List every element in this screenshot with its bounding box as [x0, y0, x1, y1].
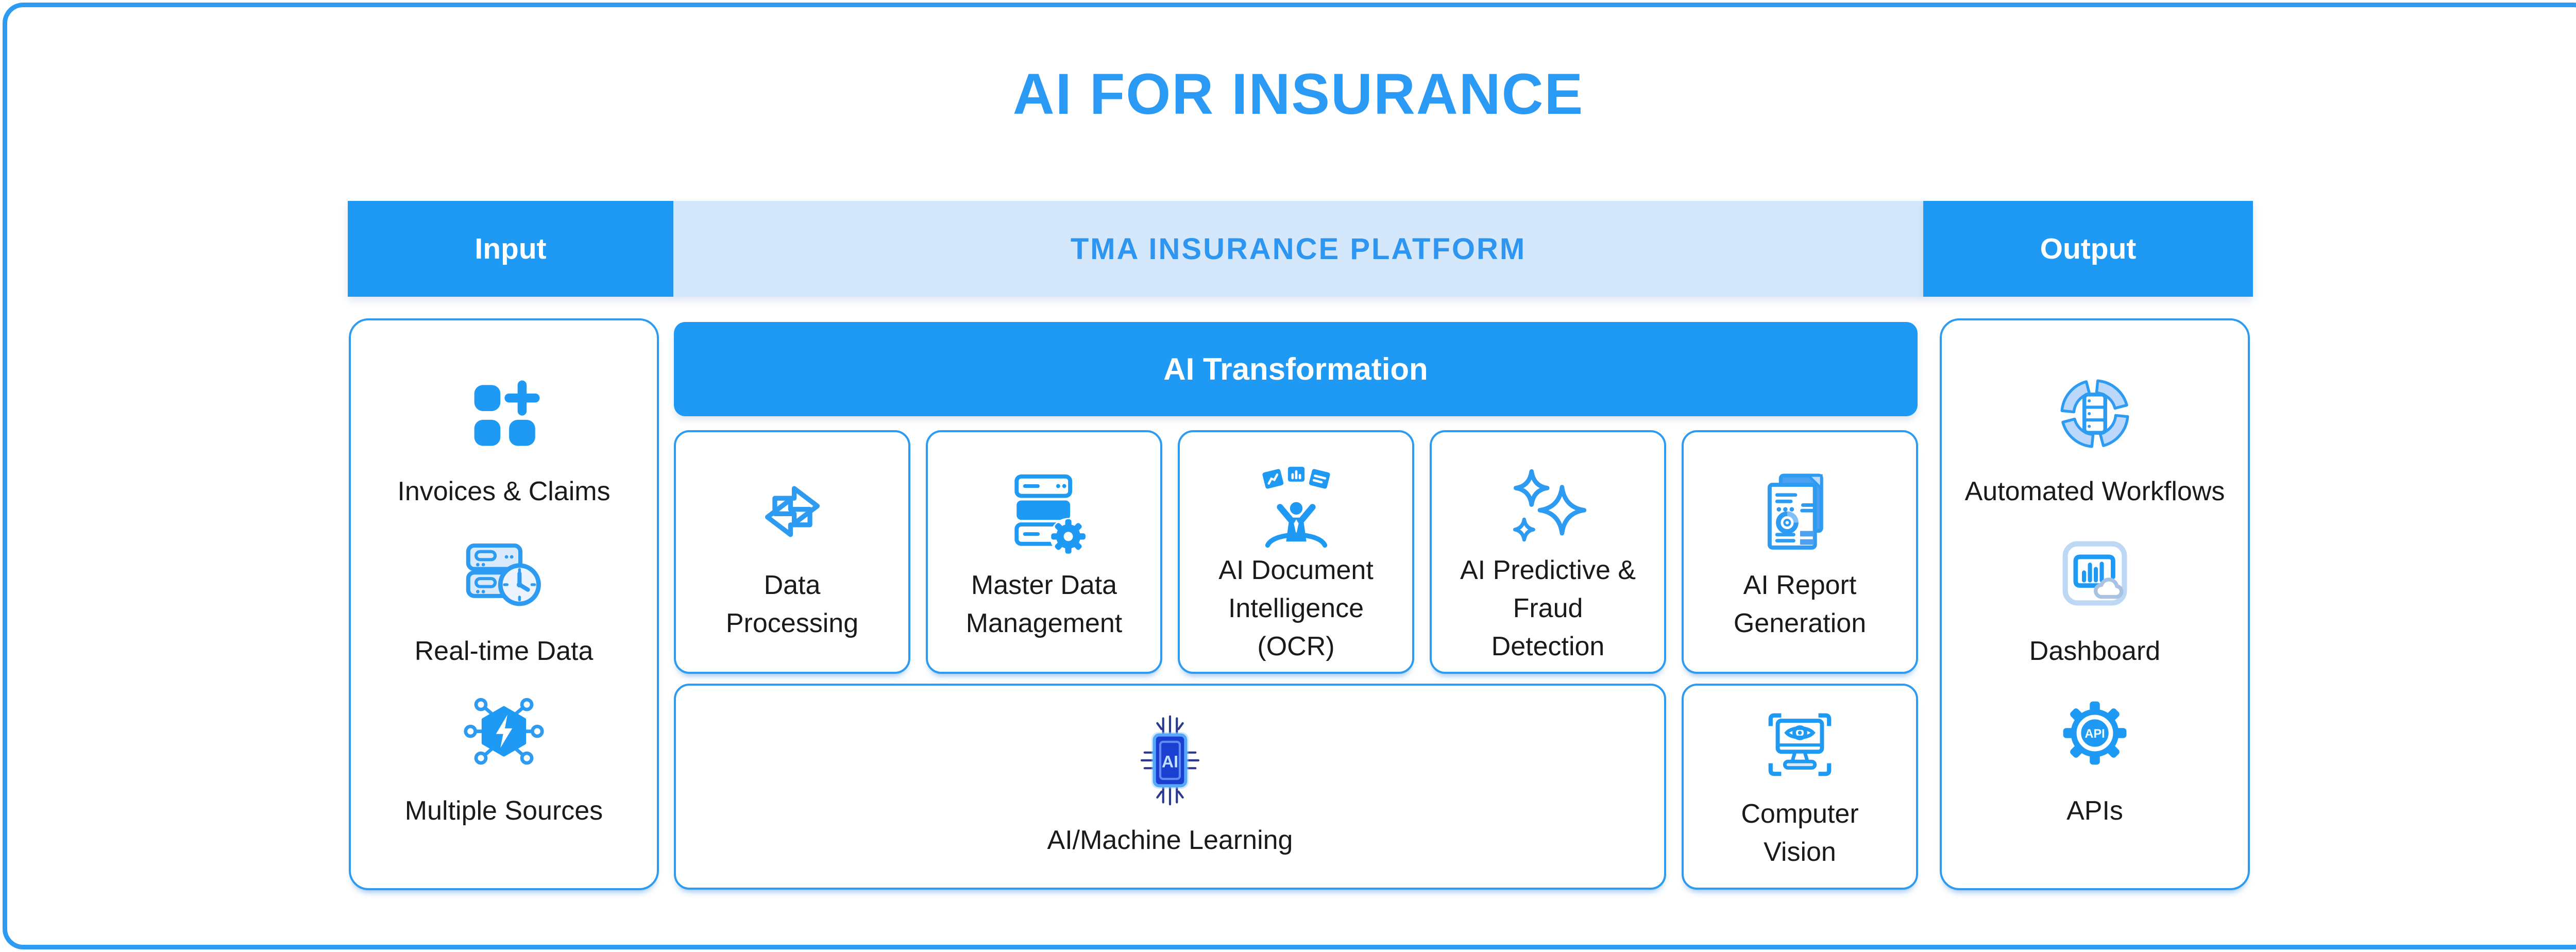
api-gear-icon: API — [2063, 701, 2127, 765]
api-gear-text: API — [2084, 727, 2105, 741]
sparkles-icon — [1513, 469, 1586, 542]
list-item: Multiple Sources — [356, 691, 652, 830]
ai-chip-icon: AI — [1140, 715, 1200, 806]
card-label: AI Predictive & Fraud Detection — [1460, 555, 1636, 661]
list-item: Real-time Data — [356, 532, 652, 671]
card-computer-vision: Computer Vision — [1682, 684, 1918, 890]
card-label: AI Report Generation — [1733, 570, 1867, 638]
card-data-processing: Data Processing — [674, 430, 910, 674]
input-item-label: Invoices & Claims — [397, 477, 611, 506]
ai-chip-text: AI — [1162, 752, 1178, 771]
list-item: Dashboard — [1947, 532, 2243, 671]
card-label: AI Document Intelligence (OCR) — [1218, 555, 1374, 661]
hexagon-bolt-network-icon — [464, 698, 544, 765]
list-item: Automated Workflows — [1947, 372, 2243, 511]
label-wrap: Master Data Management — [966, 560, 1123, 649]
card-label: AI/Machine Learning — [1047, 825, 1293, 856]
label-wrap: AI Predictive & Fraud Detection — [1460, 552, 1636, 666]
card-label: Computer Vision — [1741, 798, 1859, 867]
list-item: API APIs — [1947, 691, 2243, 830]
dashboard-cloud-icon — [2062, 541, 2127, 606]
label-wrap: AI Report Generation — [1734, 560, 1866, 649]
icon-wrap — [1756, 463, 1844, 560]
output-header-label: Output — [2040, 232, 2137, 265]
person-documents-icon — [1262, 467, 1330, 548]
card-label: Data Processing — [725, 570, 859, 638]
icon-wrap — [748, 463, 837, 560]
icon-wrap — [1252, 463, 1341, 552]
platform-header-label: TMA INSURANCE PLATFORM — [1070, 232, 1527, 266]
ai-transformation-banner: AI Transformation — [674, 322, 1918, 416]
label-wrap: Data Processing — [726, 560, 858, 649]
input-item-label: Real-time Data — [414, 636, 594, 667]
card-label: Master Data Management — [965, 570, 1123, 638]
workflow-cycle-icon — [2060, 379, 2129, 448]
icon-wrap — [1504, 463, 1592, 552]
servers-clock-icon — [466, 543, 541, 606]
input-column-card: Invoices & Claims Real-time Data — [349, 318, 659, 890]
page-title: AI FOR INSURANCE — [1012, 62, 1584, 126]
card-ai-predictive-fraud-detection: AI Predictive & Fraud Detection — [1430, 430, 1666, 674]
output-header-bar: Output — [1923, 201, 2253, 297]
output-item-label: APIs — [2066, 796, 2123, 826]
card-ai-document-intelligence: AI Document Intelligence (OCR) — [1178, 430, 1414, 674]
output-item-label: Dashboard — [2029, 636, 2161, 667]
server-gear-icon — [1014, 474, 1087, 555]
monitor-eye-icon — [1768, 713, 1832, 776]
list-item: Invoices & Claims — [356, 372, 652, 511]
card-ai-report-generation: AI Report Generation — [1682, 430, 1918, 674]
transfer-arrows-icon — [765, 486, 820, 537]
input-header-bar: Input — [348, 201, 673, 297]
ai-transformation-label: AI Transformation — [1163, 352, 1428, 386]
icon-wrap — [1000, 463, 1089, 560]
card-ai-machine-learning: AI AI/Machine Learning — [674, 684, 1666, 890]
input-header-label: Input — [474, 232, 547, 265]
output-item-label: Automated Workflows — [1964, 477, 2225, 506]
platform-header-bar: TMA INSURANCE PLATFORM — [673, 201, 1923, 297]
apps-plus-icon — [474, 380, 540, 446]
output-column-card: Automated Workflows Dashboard — [1940, 318, 2250, 890]
card-master-data-management: Master Data Management — [926, 430, 1162, 674]
report-document-icon — [1767, 473, 1823, 550]
label-wrap: AI Document Intelligence (OCR) — [1218, 552, 1374, 666]
input-item-label: Multiple Sources — [404, 796, 603, 826]
